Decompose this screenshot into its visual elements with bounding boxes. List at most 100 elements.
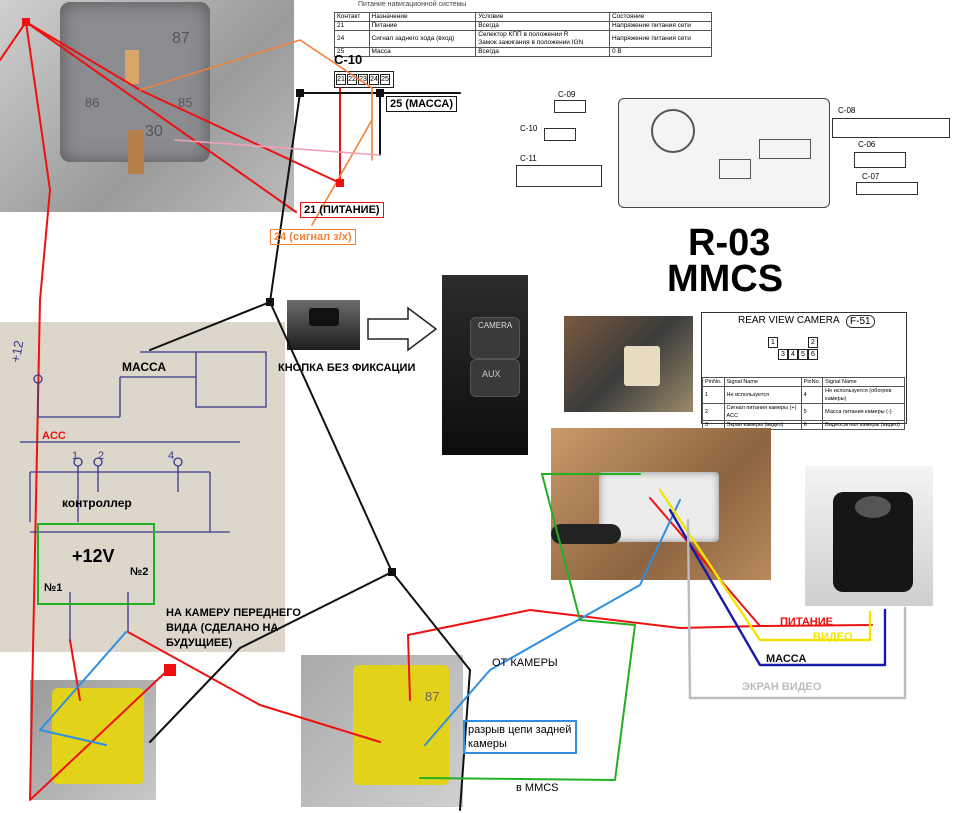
red-wire bbox=[25, 21, 341, 184]
connector-table-title: Питание навигационной системы bbox=[358, 1, 467, 8]
camera-lens bbox=[855, 496, 891, 518]
junction-dot bbox=[336, 179, 344, 187]
cable bbox=[551, 524, 621, 544]
junction-dot bbox=[376, 89, 384, 97]
connector-c11-box bbox=[516, 165, 602, 187]
black-wire bbox=[269, 301, 471, 811]
label-screen-video: ЭКРАН ВИДЕО bbox=[742, 681, 822, 693]
label-massa-25: 25 (МАССА) bbox=[386, 96, 458, 112]
black-wire bbox=[149, 571, 393, 743]
c10-pin: 21 bbox=[336, 74, 346, 85]
head-unit-diagram bbox=[618, 98, 830, 208]
red-wire bbox=[25, 21, 171, 801]
rear-camera-table: PinNo. Signal Name PinNo. Signal Name 1 … bbox=[702, 377, 905, 430]
c10-pin: 25 bbox=[380, 74, 390, 85]
relay-pin-87 bbox=[125, 50, 139, 84]
label-massa-sketch: МАССА bbox=[122, 360, 167, 374]
label-controller: контроллер bbox=[62, 496, 132, 510]
connector-label-c08: C-08 bbox=[838, 106, 856, 115]
label-pin-1: 1 bbox=[72, 450, 79, 462]
blue-wire bbox=[424, 499, 681, 746]
connector-c09-box bbox=[554, 100, 586, 113]
label-massa-cam: МАССА bbox=[766, 653, 807, 665]
navy-wire bbox=[668, 508, 887, 667]
black-wire bbox=[149, 301, 271, 351]
connector-c07-box bbox=[856, 182, 918, 195]
relay-yellow-body bbox=[353, 665, 449, 785]
red-wire bbox=[407, 609, 873, 636]
connector-label-c10: C-10 bbox=[520, 124, 538, 133]
orange-wire bbox=[311, 119, 373, 226]
connector-c06-box bbox=[854, 152, 906, 168]
label-button-no-latch: КНОПКА БЕЗ ФИКСАЦИИ bbox=[278, 362, 416, 374]
rear-camera-pin: 5 bbox=[798, 349, 808, 360]
relay-label-85: 85 bbox=[178, 95, 193, 110]
dash-button-panel-photo: CAMERA AUX bbox=[442, 275, 528, 455]
table-cell: 0 В bbox=[608, 47, 713, 57]
c10-title: C-10 bbox=[334, 52, 363, 67]
table-row: 2 Сигнал питания камеры (+) ACC 5 Масса … bbox=[702, 403, 905, 421]
connector-label-c07: C-07 bbox=[862, 172, 880, 181]
button-cap bbox=[309, 308, 339, 326]
rear-camera-pin: 2 bbox=[808, 337, 818, 348]
grey-wire bbox=[686, 518, 907, 700]
camera-button-label: CAMERA bbox=[478, 321, 513, 330]
label-signal-24: 24 (сигнал з/х) bbox=[270, 229, 356, 245]
label-pin-2: 2 bbox=[98, 450, 105, 462]
junction-dot bbox=[266, 298, 274, 306]
label-video-cam: ВИДЕО bbox=[813, 631, 853, 643]
rear-camera-pin: 1 bbox=[768, 337, 778, 348]
brand-title-line2: MMCS bbox=[667, 258, 784, 300]
label-pitanie-cam: ПИТАНИЕ bbox=[780, 616, 833, 628]
relay-pin-30 bbox=[128, 130, 144, 174]
label-break-rear: разрыв цепи задней камеры bbox=[463, 720, 578, 754]
label-front-camera: НА КАМЕРУ ПЕРЕДНЕГО ВИДА (СДЕЛАНО НА БУД… bbox=[166, 607, 301, 649]
blue-wire bbox=[39, 631, 127, 746]
red-wire bbox=[0, 21, 27, 61]
relay-label-87: 87 bbox=[172, 30, 190, 47]
rear-camera-pin: 4 bbox=[788, 349, 798, 360]
yellow-wire bbox=[658, 488, 872, 642]
red-wire bbox=[25, 21, 297, 213]
pink-wire bbox=[174, 139, 381, 156]
aux-button-label: AUX bbox=[482, 369, 501, 379]
relay-label-86: 86 bbox=[85, 95, 100, 110]
red-wire bbox=[69, 639, 81, 701]
orange-wire bbox=[139, 39, 373, 161]
connector-label-c06: C-06 bbox=[858, 140, 876, 149]
head-unit-port bbox=[759, 139, 811, 159]
junction-dot bbox=[164, 664, 176, 676]
connector-label-c09: C-09 bbox=[558, 90, 576, 99]
rear-camera-pin: 6 bbox=[808, 349, 818, 360]
connector-c10-box bbox=[544, 128, 576, 141]
label-n2: №2 bbox=[130, 566, 149, 578]
camera-plug-photo bbox=[564, 316, 693, 412]
relay-label-87: 87 bbox=[425, 689, 440, 704]
red-wire bbox=[649, 497, 761, 627]
controller-sketch bbox=[20, 351, 267, 642]
arrow-icon bbox=[367, 306, 438, 352]
junction-dot bbox=[22, 18, 30, 26]
relay-label-30: 30 bbox=[145, 123, 163, 140]
rear-camera-pinout: REAR VIEW CAMERA F-51 1 2 3 4 5 6 PinNo.… bbox=[701, 312, 907, 430]
red-wire bbox=[407, 634, 411, 701]
c10-pin: 24 bbox=[369, 74, 379, 85]
aux-button bbox=[470, 359, 520, 397]
connector-label-c11: C-11 bbox=[520, 154, 537, 163]
camera-button bbox=[470, 317, 520, 359]
rear-camera-photo bbox=[805, 466, 933, 606]
junction-dot bbox=[296, 89, 304, 97]
label-n1: №1 bbox=[44, 582, 63, 594]
rear-camera-code: F-51 bbox=[846, 315, 875, 328]
junction-dot bbox=[388, 568, 396, 576]
c10-connector: 21 22 23 24 25 bbox=[334, 71, 394, 88]
black-wire bbox=[269, 92, 301, 303]
camera-plug-body bbox=[624, 346, 660, 386]
label-12v: +12V bbox=[72, 546, 115, 566]
connector-table: Контакт Назначение Условие Состояние 21 … bbox=[334, 12, 713, 57]
label-acc: ACC bbox=[42, 430, 66, 442]
connector-c08-box bbox=[832, 118, 950, 138]
label-pin-4: 4 bbox=[168, 450, 175, 462]
rear-camera-title: REAR VIEW CAMERA bbox=[738, 315, 840, 326]
power-module-box bbox=[37, 523, 155, 605]
